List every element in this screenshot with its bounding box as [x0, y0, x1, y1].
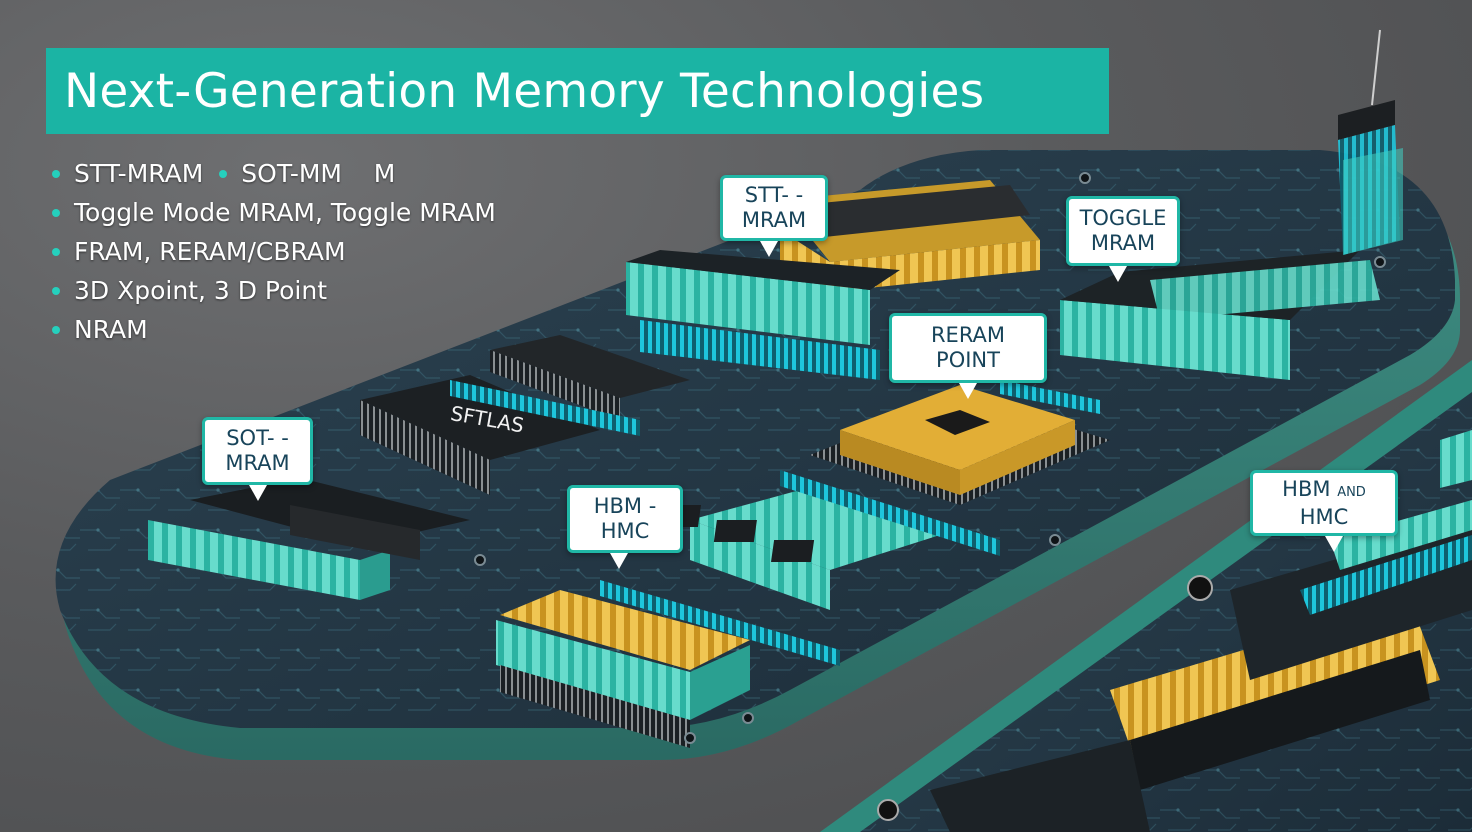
bullet-icon: [52, 247, 60, 256]
list-item-text: NRAM: [74, 315, 148, 344]
callout-line: STT- -: [744, 183, 804, 207]
callout-sot-mram: SOT- - MRAM: [202, 417, 313, 501]
list-item-text: SOT-MM M: [241, 159, 396, 188]
callout-line: TOGGLE: [1079, 206, 1167, 230]
bullet-icon: [219, 169, 228, 178]
callout-word: HBM: [1282, 476, 1331, 501]
list-item: FRAM, RERAM/CBRAM: [52, 232, 496, 271]
callout-line: RERAM: [930, 323, 1006, 347]
mounting-holes: [474, 172, 1386, 744]
list-item: NRAM: [52, 310, 496, 349]
technology-list: STT-MRAM SOT-MM M Toggle Mode MRAM, Togg…: [52, 154, 496, 349]
cyan-memory-strips: [450, 380, 1100, 666]
hbm-module-bottom: [496, 590, 750, 748]
callout-toggle-mram: TOGGLE MRAM: [1066, 196, 1180, 282]
teal-heatsink-upper: [626, 250, 900, 380]
list-item-text: STT-MRAM: [74, 159, 204, 188]
black-chip-center: [360, 335, 690, 495]
callout-hbm-and-hmc: HBM AND HMC: [1250, 470, 1398, 552]
callout-line: HMC: [1299, 504, 1349, 529]
callout-line: HBM AND: [1253, 477, 1395, 505]
bullet-icon: [52, 208, 60, 217]
callout-pointer: [249, 485, 267, 501]
list-item-text: 3D Xpoint, 3 D Point: [74, 276, 328, 305]
list-item-text: FRAM, RERAM/CBRAM: [74, 237, 346, 266]
title-banner: Next-Generation Memory Technologies: [46, 48, 1109, 134]
callout-line: MRAM: [225, 451, 290, 475]
list-item: 3D Xpoint, 3 D Point: [52, 271, 496, 310]
gold-processor: [810, 385, 1110, 505]
callout-pointer: [1109, 266, 1127, 282]
callout-pointer: [1325, 536, 1343, 552]
callout-pointer: [610, 553, 628, 569]
callout-line: SOT- -: [226, 426, 289, 450]
bullet-icon: [52, 286, 60, 295]
stacked-memory-tower: [1338, 29, 1403, 255]
callout-reram-point: RERAM POINT: [889, 313, 1047, 399]
callout-line: POINT: [936, 348, 1000, 372]
bullet-icon: [52, 325, 60, 334]
callout-line: HBM -: [593, 494, 657, 518]
list-item: STT-MRAM SOT-MM M: [52, 154, 496, 193]
callout-word: AND: [1337, 484, 1366, 500]
teal-module-right: [1060, 250, 1380, 380]
callout-line: MRAM: [1090, 231, 1156, 255]
page-title: Next-Generation Memory Technologies: [64, 63, 985, 119]
list-item: Toggle Mode MRAM, Toggle MRAM: [52, 193, 496, 232]
bullet-icon: [52, 169, 60, 178]
callout-pointer: [959, 383, 977, 399]
callout-line: MRAM: [741, 208, 807, 232]
callout-stt-mram: STT- - MRAM: [720, 175, 828, 257]
callout-pointer: [760, 241, 778, 257]
callout-hbm-hmc: HBM - HMC: [567, 485, 683, 569]
list-item-text: Toggle Mode MRAM, Toggle MRAM: [74, 198, 496, 227]
callout-line: HMC: [600, 519, 650, 543]
